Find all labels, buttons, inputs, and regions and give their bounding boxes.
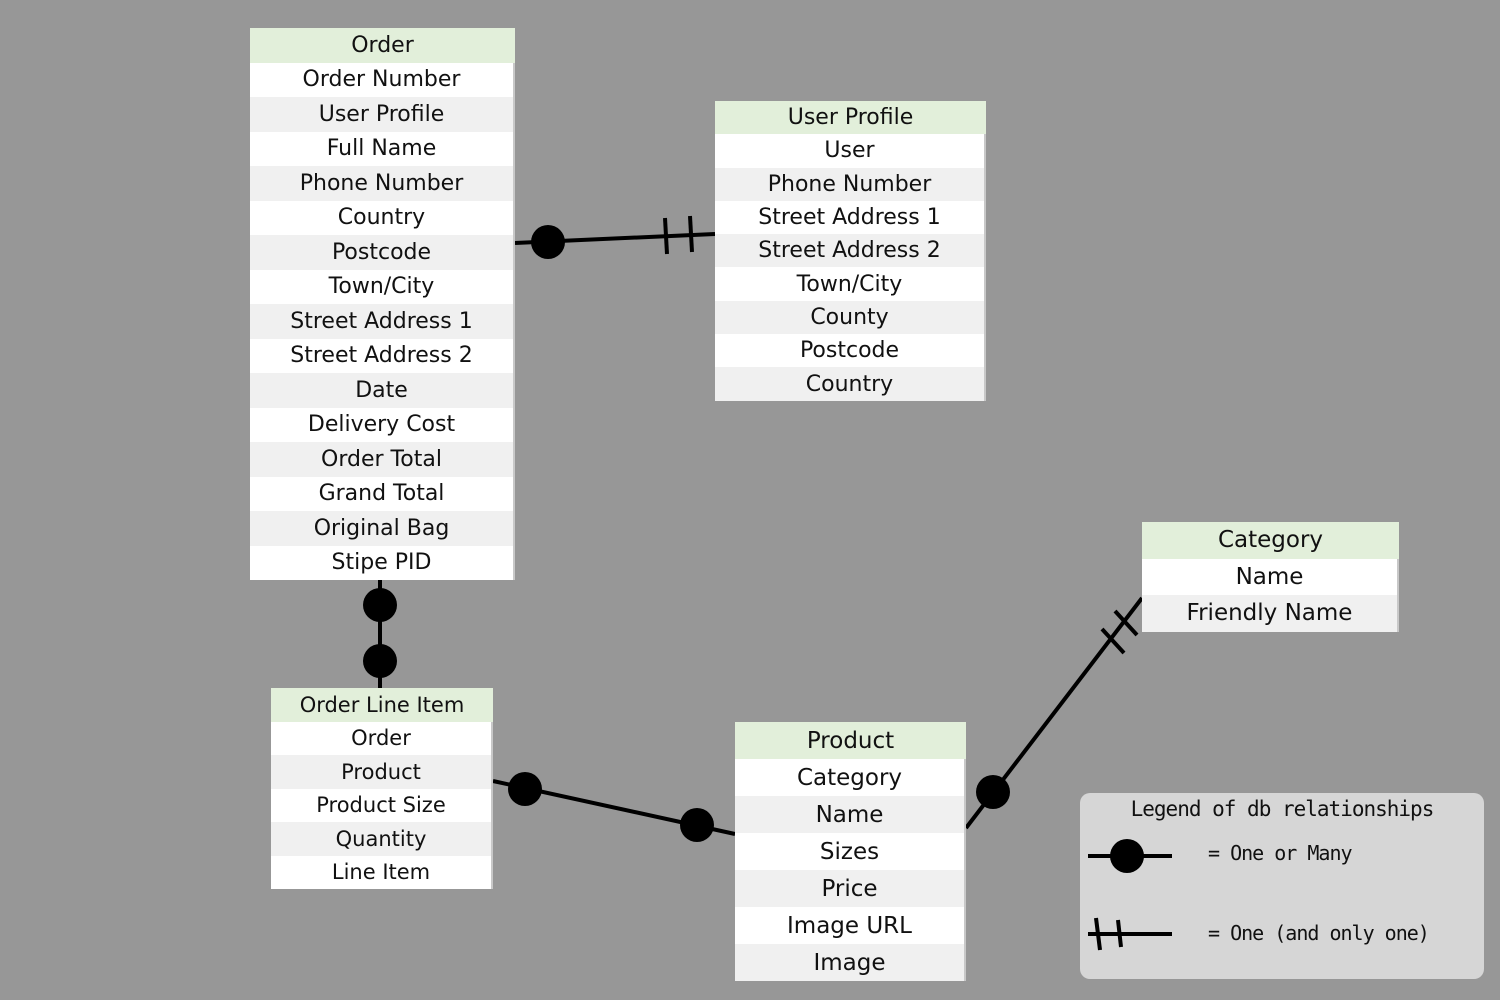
- one-or-many-marker: [1110, 839, 1144, 873]
- entity-field: Line Item: [271, 855, 493, 889]
- entity-field: Street Address 1: [250, 304, 515, 339]
- entity-field: Full Name: [250, 131, 515, 166]
- one-or-many-marker: [363, 588, 397, 622]
- entity-field: Phone Number: [250, 166, 515, 201]
- legend-one-only-symbol: [1088, 917, 1172, 951]
- entity-category-title: Category: [1142, 522, 1399, 559]
- entity-field: Sizes: [735, 833, 966, 870]
- entity-field: Name: [735, 796, 966, 833]
- one-or-many-marker: [531, 225, 565, 259]
- entity-field: Name: [1142, 558, 1399, 595]
- entity-field: Stipe PID: [250, 545, 515, 580]
- entity-order-line-item-title: Order Line Item: [271, 688, 493, 722]
- entity-product-title: Product: [735, 722, 966, 759]
- entity-field: Town/City: [715, 267, 986, 301]
- entity-field: Postcode: [715, 334, 986, 368]
- relationship-order-order-line-item: [363, 576, 397, 688]
- legend: Legend of db relationships = One or Many…: [1080, 793, 1484, 979]
- relationship-order-line-item-product: [492, 772, 736, 842]
- one-only-tick: [663, 217, 669, 255]
- legend-one-or-many-symbol: [1088, 839, 1172, 873]
- entity-field: Image: [735, 944, 966, 981]
- entity-field: Postcode: [250, 235, 515, 270]
- entity-field: Price: [735, 870, 966, 907]
- entity-field: Category: [735, 759, 966, 796]
- entity-field: Friendly Name: [1142, 595, 1399, 632]
- one-only-tick: [1100, 627, 1126, 655]
- one-only-tick: [1113, 609, 1139, 637]
- entity-order-title: Order: [250, 28, 515, 63]
- one-or-many-marker: [363, 644, 397, 678]
- entity-field: Town/City: [250, 269, 515, 304]
- relationship-order-user-profile: [514, 215, 716, 259]
- legend-title: Legend of db relationships: [1130, 797, 1435, 821]
- legend-one-or-many-label: = One or Many: [1208, 841, 1353, 865]
- one-only-tick: [1094, 917, 1102, 951]
- entity-field: County: [715, 300, 986, 335]
- entity-field: Quantity: [271, 822, 493, 856]
- entity-user-profile-title: User Profile: [715, 101, 986, 135]
- entity-field: Image URL: [735, 907, 966, 944]
- entity-field: Street Address 2: [715, 234, 986, 268]
- one-only-tick: [688, 215, 694, 253]
- entity-field: Order Total: [250, 442, 515, 477]
- entity-field: Delivery Cost: [250, 407, 515, 442]
- entity-field: Street Address 2: [250, 338, 515, 373]
- entity-field: Country: [250, 200, 515, 235]
- entity-field: User: [715, 134, 986, 168]
- entity-field: Country: [715, 367, 986, 401]
- entity-field: User Profile: [250, 97, 515, 132]
- entity-field: Original Bag: [250, 511, 515, 546]
- entity-field: Order Number: [250, 62, 515, 97]
- entity-field: Street Address 1: [715, 200, 986, 235]
- legend-one-only-label: = One (and only one): [1208, 921, 1430, 945]
- one-or-many-marker: [508, 772, 542, 806]
- entity-field: Phone Number: [715, 167, 986, 201]
- entity-field: Product: [271, 755, 493, 789]
- one-or-many-marker: [976, 775, 1010, 809]
- entity-field: Grand Total: [250, 476, 515, 511]
- one-or-many-marker: [680, 808, 714, 842]
- entity-field: Order: [271, 721, 493, 755]
- relationship-product-category: [964, 596, 1144, 830]
- entity-field: Date: [250, 373, 515, 408]
- entity-field: Product Size: [271, 788, 493, 822]
- one-only-tick: [1116, 919, 1123, 948]
